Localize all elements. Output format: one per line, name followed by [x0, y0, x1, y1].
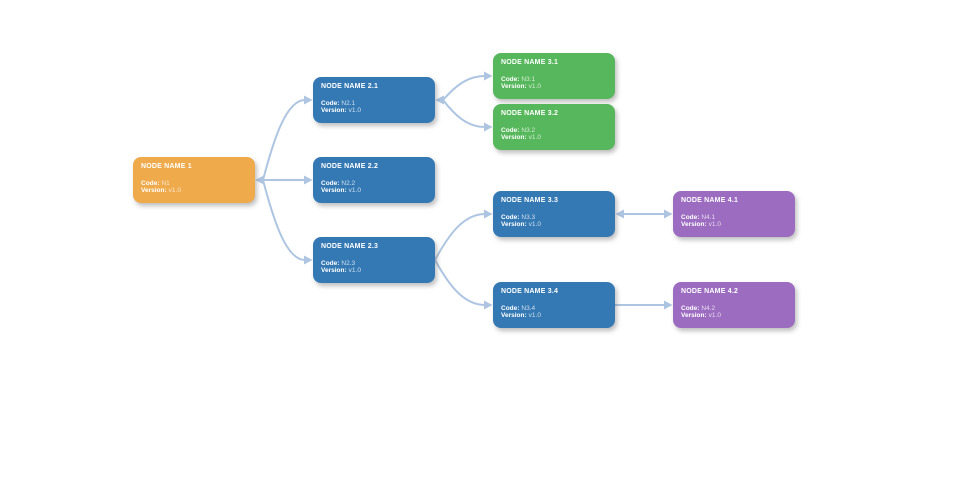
code-label: Code:	[141, 180, 160, 187]
version-value: v1.0	[708, 312, 721, 319]
node-2-2[interactable]: NODE NAME 2.2 Code:N2.2 Version:v1.0	[313, 157, 435, 203]
node-body: Code:N3.3 Version:v1.0	[501, 214, 607, 228]
code-value: N4.2	[701, 305, 716, 312]
version-label: Version:	[141, 187, 167, 194]
node-1[interactable]: NODE NAME 1 Code:N1 Version:v1.0	[133, 157, 255, 203]
arrowhead-into-3-4	[484, 300, 493, 310]
arrowhead-into-2-1	[304, 95, 313, 105]
code-value: N2.1	[341, 100, 356, 107]
code-label: Code:	[321, 180, 340, 187]
version-label: Version:	[321, 187, 347, 194]
edge-2-1-3-2	[442, 99, 486, 128]
version-value: v1.0	[348, 187, 361, 194]
node-title: NODE NAME 2.2	[321, 163, 379, 170]
node-4-2[interactable]: NODE NAME 4.2 Code:N4.2 Version:v1.0	[673, 282, 795, 328]
code-value: N3.4	[521, 305, 536, 312]
code-label: Code:	[321, 260, 340, 267]
node-body: Code:N4.1 Version:v1.0	[681, 214, 787, 228]
arrowhead-into-2-2	[304, 175, 313, 185]
code-value: N2.3	[341, 260, 356, 267]
code-value: N3.1	[521, 76, 536, 83]
version-label: Version:	[321, 267, 347, 274]
edge-1-2-1	[262, 99, 306, 181]
node-body: Code:N3.4 Version:v1.0	[501, 305, 607, 319]
version-label: Version:	[501, 83, 527, 90]
version-value: v1.0	[528, 83, 541, 90]
code-label: Code:	[501, 76, 520, 83]
node-3-3[interactable]: NODE NAME 3.3 Code:N3.3 Version:v1.0	[493, 191, 615, 237]
node-title: NODE NAME 4.1	[681, 197, 739, 204]
code-label: Code:	[681, 214, 700, 221]
version-value: v1.0	[528, 312, 541, 319]
version-label: Version:	[501, 221, 527, 228]
code-label: Code:	[501, 127, 520, 134]
code-value: N3.3	[521, 214, 536, 221]
arrowhead-into-3-3	[615, 209, 624, 219]
edge-2-1-3-1	[442, 75, 486, 101]
node-title: NODE NAME 4.2	[681, 288, 739, 295]
version-label: Version:	[681, 221, 707, 228]
code-label: Code:	[501, 305, 520, 312]
version-value: v1.0	[348, 107, 361, 114]
version-value: v1.0	[168, 187, 181, 194]
code-label: Code:	[501, 214, 520, 221]
node-3-2[interactable]: NODE NAME 3.2 Code:N3.2 Version:v1.0	[493, 104, 615, 150]
node-3-1[interactable]: NODE NAME 3.1 Code:N3.1 Version:v1.0	[493, 53, 615, 99]
node-2-3[interactable]: NODE NAME 2.3 Code:N2.3 Version:v1.0	[313, 237, 435, 283]
arrowhead-into-3-2	[484, 122, 493, 132]
version-label: Version:	[681, 312, 707, 319]
node-4-1[interactable]: NODE NAME 4.1 Code:N4.1 Version:v1.0	[673, 191, 795, 237]
node-body: Code:N1 Version:v1.0	[141, 180, 247, 194]
version-value: v1.0	[528, 134, 541, 141]
node-title: NODE NAME 3.2	[501, 110, 559, 117]
arrowhead-into-1	[255, 175, 264, 185]
code-label: Code:	[321, 100, 340, 107]
code-value: N3.2	[521, 127, 536, 134]
node-title: NODE NAME 2.3	[321, 243, 379, 250]
node-title: NODE NAME 3.3	[501, 197, 559, 204]
node-title: NODE NAME 1	[141, 163, 192, 170]
node-title: NODE NAME 2.1	[321, 83, 379, 90]
node-body: Code:N2.1 Version:v1.0	[321, 100, 427, 114]
arrowhead-into-3-3	[484, 209, 493, 219]
version-label: Version:	[501, 134, 527, 141]
code-label: Code:	[681, 305, 700, 312]
node-body: Code:N3.2 Version:v1.0	[501, 127, 607, 141]
code-value: N1	[161, 180, 170, 187]
node-body: Code:N2.3 Version:v1.0	[321, 260, 427, 274]
arrowhead-into-4-2	[664, 300, 673, 310]
node-3-4[interactable]: NODE NAME 3.4 Code:N3.4 Version:v1.0	[493, 282, 615, 328]
version-label: Version:	[501, 312, 527, 319]
arrowhead-into-2-1	[435, 95, 444, 105]
arrowhead-into-2-3	[304, 255, 313, 265]
node-body: Code:N2.2 Version:v1.0	[321, 180, 427, 194]
version-value: v1.0	[528, 221, 541, 228]
node-body: Code:N3.1 Version:v1.0	[501, 76, 607, 90]
node-title: NODE NAME 3.1	[501, 59, 559, 66]
version-value: v1.0	[348, 267, 361, 274]
edge-2-3-3-3	[434, 213, 486, 261]
code-value: N4.1	[701, 214, 716, 221]
version-value: v1.0	[708, 221, 721, 228]
node-body: Code:N4.2 Version:v1.0	[681, 305, 787, 319]
arrowhead-into-3-1	[484, 71, 493, 81]
version-label: Version:	[321, 107, 347, 114]
arrowhead-into-4-1	[664, 209, 673, 219]
code-value: N2.2	[341, 180, 356, 187]
edge-2-3-3-4	[434, 259, 486, 306]
node-2-1[interactable]: NODE NAME 2.1 Code:N2.1 Version:v1.0	[313, 77, 435, 123]
edge-1-2-3	[262, 179, 306, 261]
node-title: NODE NAME 3.4	[501, 288, 559, 295]
